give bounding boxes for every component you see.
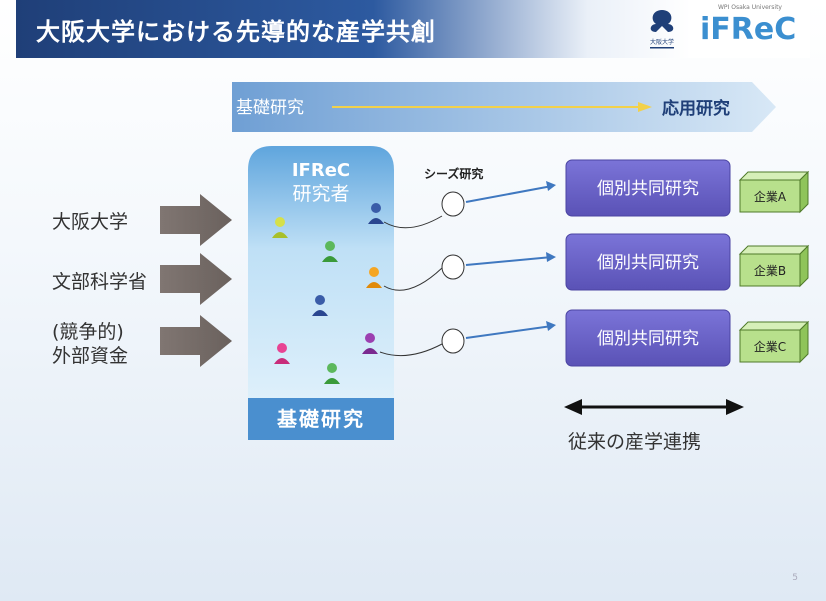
person-icon bbox=[368, 203, 384, 224]
conventional-arrow-left-head bbox=[564, 399, 582, 415]
person-icon bbox=[274, 343, 290, 364]
joint-research-box-1 bbox=[565, 159, 731, 217]
joint-research-label-3: 個別共同研究 bbox=[597, 329, 699, 349]
page-number: 5 bbox=[792, 573, 798, 583]
person-icon bbox=[362, 333, 378, 354]
conventional-arrow-right-head bbox=[726, 399, 744, 415]
ifrec-brand-label: IFReC bbox=[292, 160, 350, 181]
input-arrow-1 bbox=[160, 194, 232, 246]
joint-research-box-3 bbox=[565, 309, 731, 367]
seed-connector-3 bbox=[379, 343, 443, 357]
input-label-competitive: (競争的) bbox=[52, 321, 124, 343]
ifrec-researchers-box bbox=[248, 146, 394, 440]
slide-title: 大阪大学における先導的な産学共創 bbox=[36, 18, 436, 46]
seed-circle-1 bbox=[441, 191, 465, 217]
basic-research-box-label: 基礎研究 bbox=[277, 407, 365, 431]
conventional-collab-label: 従来の産学連携 bbox=[568, 431, 701, 453]
joint-arrow-line-3 bbox=[465, 325, 553, 339]
joint-arrow-line-2 bbox=[465, 256, 553, 266]
seeds-research-label: シーズ研究 bbox=[424, 166, 483, 181]
ifrec-logo-i: i bbox=[700, 12, 711, 47]
seed-circle-2 bbox=[441, 254, 465, 280]
seed-connector-2 bbox=[383, 267, 443, 291]
joint-arrow-head-3 bbox=[546, 321, 556, 331]
person-icon bbox=[322, 241, 338, 262]
person-icon bbox=[272, 217, 288, 238]
research-progression-arrow bbox=[232, 82, 776, 132]
joint-arrow-line-1 bbox=[465, 185, 553, 203]
osaka-university-logo-icon: 大阪大学 bbox=[650, 10, 674, 49]
joint-research-label-1: 個別共同研究 bbox=[597, 179, 699, 199]
researchers-label: 研究者 bbox=[292, 183, 349, 205]
progression-arrowhead bbox=[638, 102, 652, 112]
ifrec-logo: iFReC bbox=[700, 12, 796, 47]
ifrec-logo-text: FReC bbox=[710, 12, 797, 47]
input-label-external-funds: 外部資金 bbox=[52, 345, 128, 367]
company-b-label: 企業B bbox=[754, 263, 786, 278]
seed-connector-1 bbox=[383, 215, 443, 229]
header-bar bbox=[16, 0, 810, 58]
company-cube-c bbox=[738, 320, 810, 364]
input-label-osaka-univ: 大阪大学 bbox=[52, 211, 128, 233]
seed-circle-3 bbox=[441, 328, 465, 354]
joint-research-label-2: 個別共同研究 bbox=[597, 253, 699, 273]
company-cube-a bbox=[738, 170, 810, 214]
person-icon bbox=[324, 363, 340, 384]
univ-logo-text: 大阪大学 bbox=[650, 38, 674, 46]
applied-research-label: 応用研究 bbox=[662, 98, 730, 119]
company-a-label: 企業A bbox=[754, 189, 787, 204]
company-c-label: 企業C bbox=[754, 339, 786, 354]
basic-research-base bbox=[248, 398, 394, 440]
input-arrow-3 bbox=[160, 315, 232, 367]
joint-arrow-head-1 bbox=[546, 181, 556, 191]
input-label-mext: 文部科学省 bbox=[52, 271, 147, 293]
company-cube-b bbox=[738, 244, 810, 288]
basic-research-label: 基礎研究 bbox=[236, 98, 304, 118]
ifrec-logo-subtitle: WPI Osaka University bbox=[718, 4, 782, 11]
joint-research-box-2 bbox=[565, 233, 731, 291]
joint-arrow-head-2 bbox=[546, 252, 556, 262]
input-arrow-2 bbox=[160, 253, 232, 305]
person-icon bbox=[312, 295, 328, 316]
person-icon bbox=[366, 267, 382, 288]
